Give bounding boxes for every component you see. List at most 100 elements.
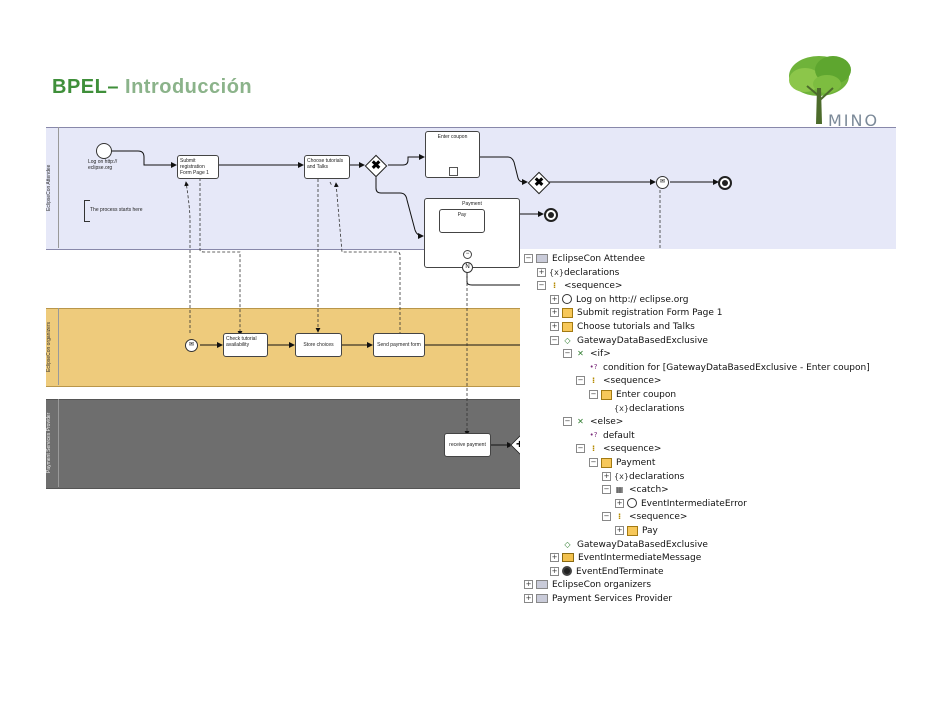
tree-item[interactable]: + Submit registration Form Page 1 xyxy=(550,307,722,320)
tree-item-label: Enter coupon xyxy=(616,390,677,400)
tree-item[interactable]: + Log on http:// eclipse.org xyxy=(550,294,689,307)
collapse-icon[interactable]: − xyxy=(589,390,598,399)
tree-item-label: Log on http:// eclipse.org xyxy=(576,294,689,305)
title-subtitle: Introducción xyxy=(118,76,253,98)
tree-item[interactable]: −✕<if> xyxy=(563,348,611,361)
tree-item-label: declarations xyxy=(629,403,685,414)
tree-item[interactable]: + EventIntermediateMessage xyxy=(550,552,701,565)
subprocess-enter-coupon[interactable]: Enter coupon xyxy=(425,131,480,178)
plus-icon: + xyxy=(513,436,526,452)
tree-item[interactable]: −◇GatewayDataBasedExclusive xyxy=(550,335,708,348)
tree-item-label: Choose tutorials and Talks xyxy=(577,322,695,332)
start-event-label: Log on http:// eclipse.org xyxy=(88,159,118,171)
tree-item-label: EventIntermediateError xyxy=(641,498,747,509)
collapse-icon[interactable]: − xyxy=(563,417,572,427)
tree-item[interactable]: +Pay xyxy=(615,525,658,538)
task-icon xyxy=(562,307,573,318)
tree-item-label: EclipseCon organizers xyxy=(552,580,652,591)
subprocess-icon xyxy=(601,457,612,468)
tree-item[interactable]: −⁝<sequence> xyxy=(576,375,661,388)
tree-item[interactable]: + Choose tutorials and Talks xyxy=(550,321,695,334)
tree-item-label: EventIntermediateMessage xyxy=(578,553,702,564)
tree-item[interactable]: −Payment xyxy=(589,457,655,470)
end-terminate-event[interactable] xyxy=(718,176,732,190)
expand-icon[interactable]: + xyxy=(524,580,533,590)
tree-item[interactable]: − Enter coupon xyxy=(589,389,676,402)
tree-item[interactable]: +Payment Services Provider xyxy=(524,593,672,606)
expand-icon[interactable]: + xyxy=(537,267,546,277)
collapse-marker-icon: − xyxy=(463,250,472,259)
expand-icon[interactable]: + xyxy=(615,498,624,508)
condition-icon: •? xyxy=(589,362,598,371)
intermediate-message-event[interactable]: ✉ xyxy=(656,176,669,189)
tree-item[interactable]: +{x}declarations xyxy=(602,471,684,484)
expand-icon[interactable]: + xyxy=(550,322,559,331)
tree-item[interactable]: + EclipseCon organizers xyxy=(524,579,651,592)
intermediate-message-event[interactable]: ✉ xyxy=(185,339,198,352)
collapse-icon[interactable]: − xyxy=(524,254,533,263)
collapse-icon[interactable]: − xyxy=(537,281,546,291)
tree-item-label: <else> xyxy=(590,417,624,428)
collapse-icon[interactable]: − xyxy=(602,485,611,495)
task-pay[interactable]: Pay xyxy=(439,209,485,233)
collapse-icon[interactable]: − xyxy=(550,335,559,345)
error-boundary-event-icon: N xyxy=(462,262,473,273)
tree-logo-icon xyxy=(789,56,851,124)
tree-item[interactable]: −⁝<sequence> xyxy=(537,280,622,293)
annotation-text: The process starts here xyxy=(90,207,143,213)
enter-coupon-label: Enter coupon xyxy=(437,134,468,140)
tree-item[interactable]: −⁝<sequence> xyxy=(602,511,687,524)
tree-item[interactable]: •?condition for [GatewayDataBasedExclusi… xyxy=(576,362,870,375)
collapse-icon[interactable]: − xyxy=(589,458,598,467)
collapse-marker-icon xyxy=(449,167,458,176)
tree-item[interactable]: {x}declarations xyxy=(602,403,684,416)
tree-item-label: declarations xyxy=(564,267,620,278)
condition-icon: •? xyxy=(589,430,598,439)
logo-text: MINO xyxy=(828,111,880,130)
tree-item-label: <sequence> xyxy=(603,376,662,387)
tree-item[interactable]: −⁝<sequence> xyxy=(576,443,661,456)
tree-item[interactable]: −EclipseCon Attendee xyxy=(524,253,645,266)
tree-item-label: Submit registration Form Page 1 xyxy=(577,308,723,319)
expand-icon[interactable]: + xyxy=(550,553,559,563)
task-check-tutorial[interactable]: Check tutorial availability xyxy=(223,333,268,357)
expand-icon[interactable]: + xyxy=(550,294,559,304)
tree-item-label: EventEndTerminate xyxy=(576,566,664,577)
declarations-icon: {x} xyxy=(614,403,629,413)
collapse-icon[interactable]: − xyxy=(576,444,585,454)
tree-item[interactable]: ◇GatewayDataBasedExclusive xyxy=(550,539,708,552)
declarations-icon: {x} xyxy=(549,267,564,277)
tree-item[interactable]: •?default xyxy=(576,430,635,443)
subprocess-payment[interactable]: Payment Pay xyxy=(424,198,520,268)
expand-icon[interactable]: + xyxy=(550,566,559,576)
start-event[interactable] xyxy=(96,143,112,159)
end-terminate-event[interactable] xyxy=(544,208,558,222)
lane-icon xyxy=(536,580,548,590)
task-store-choices[interactable]: Store choices xyxy=(295,333,342,357)
collapse-icon[interactable]: − xyxy=(602,512,611,522)
lane-divider xyxy=(58,399,59,487)
task-choose-tutorials[interactable]: Choose tutorials and Talks xyxy=(304,155,350,179)
task-send-payment-form[interactable]: Send payment form xyxy=(373,333,425,357)
page-title: BPEL– Introducción xyxy=(52,76,252,99)
collapse-icon[interactable]: − xyxy=(563,349,572,359)
tree-item[interactable]: +{x}declarations xyxy=(537,267,619,280)
tree-item-label: declarations xyxy=(629,471,685,482)
lane-divider xyxy=(58,127,59,248)
tree-item[interactable]: + EventIntermediateError xyxy=(615,498,747,511)
task-receive-payment[interactable]: receive payment xyxy=(444,433,491,457)
tree-item[interactable]: −✕<else> xyxy=(563,416,623,429)
expand-icon[interactable]: + xyxy=(550,308,559,318)
task-submit-registration[interactable]: Submit registration Form Page 1 xyxy=(177,155,219,179)
title-main: BPEL xyxy=(52,76,108,98)
expand-icon[interactable]: + xyxy=(615,526,624,535)
tree-item-label: <sequence> xyxy=(603,444,662,455)
payment-label: Payment xyxy=(462,201,482,207)
lane-divider xyxy=(58,308,59,385)
tree-item[interactable]: −▦<catch> xyxy=(602,484,669,497)
expand-icon[interactable]: + xyxy=(524,594,533,603)
collapse-icon[interactable]: − xyxy=(576,376,585,386)
tree-item[interactable]: + EventEndTerminate xyxy=(550,566,664,579)
expand-icon[interactable]: + xyxy=(602,471,611,481)
sequence-icon: ⁝ xyxy=(617,512,622,522)
